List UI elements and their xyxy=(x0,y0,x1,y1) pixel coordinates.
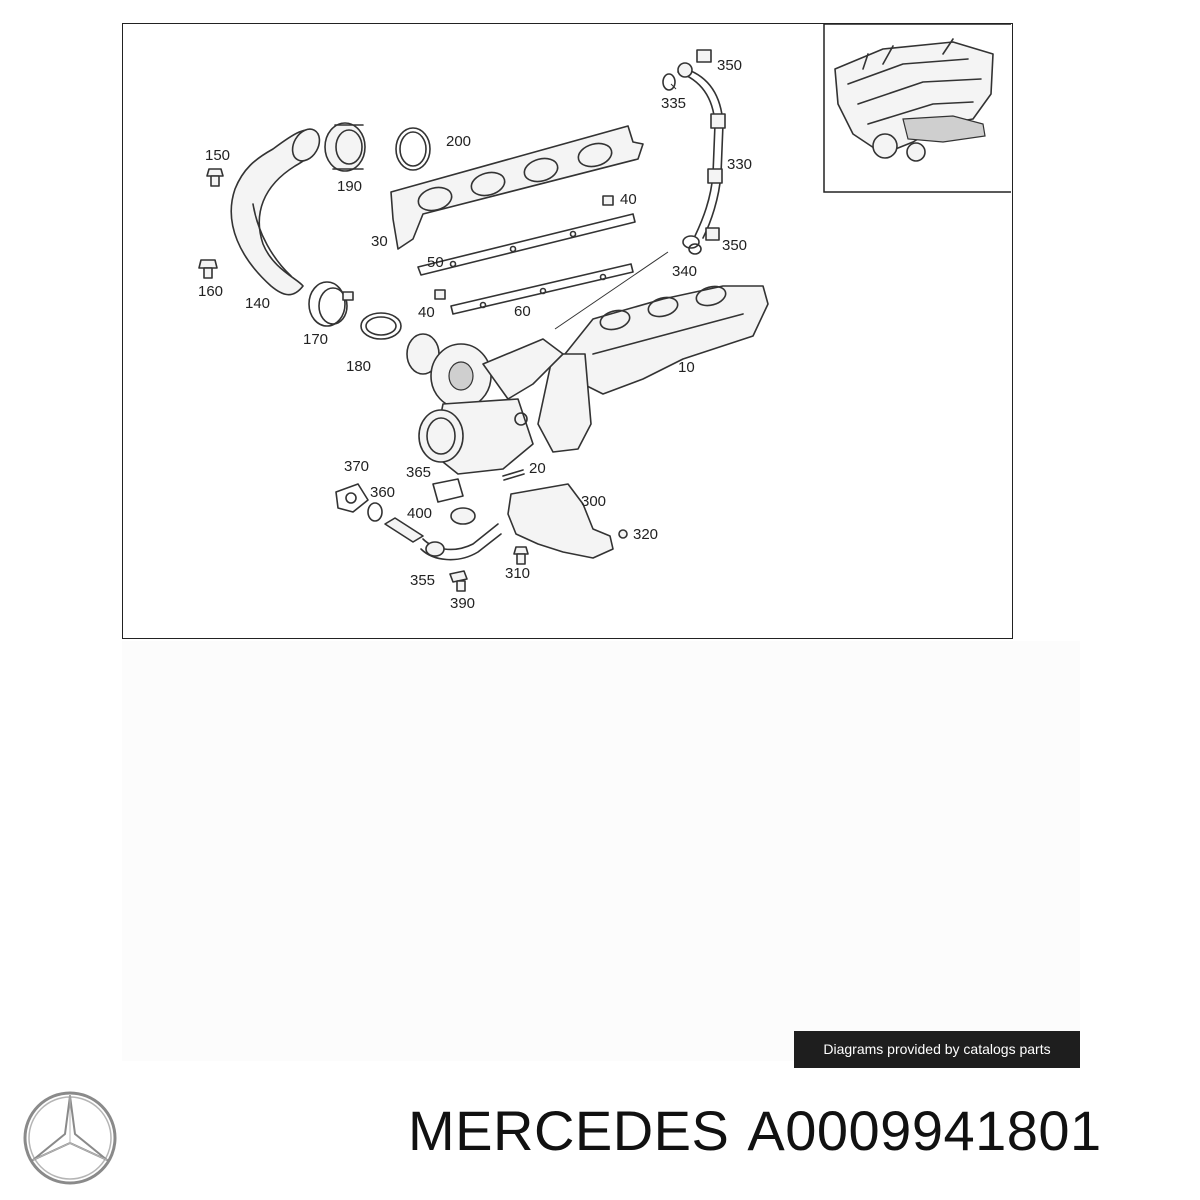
bolt-150 xyxy=(206,168,224,187)
mercedes-star-logo xyxy=(23,1091,117,1185)
callout-20: 20 xyxy=(529,460,546,477)
nut-40b xyxy=(434,289,446,300)
gasket-365 xyxy=(432,478,464,503)
callout-360: 360 xyxy=(370,484,395,501)
callout-335: 335 xyxy=(661,95,686,112)
callout-40: 40 xyxy=(418,304,435,321)
heat-shield-300 xyxy=(507,483,614,559)
callout-140: 140 xyxy=(245,295,270,312)
callout-170: 170 xyxy=(303,331,328,348)
leader-lines xyxy=(554,83,677,330)
nut-40a xyxy=(602,195,614,206)
callout-350: 350 xyxy=(722,237,747,254)
gasket-50 xyxy=(417,213,636,276)
callout-365: 365 xyxy=(406,464,431,481)
nut-320 xyxy=(618,529,628,539)
banjo-bolt-350a xyxy=(696,49,712,63)
intake-hose-140 xyxy=(230,128,321,296)
washer-335 xyxy=(662,73,676,91)
clamp-200 xyxy=(395,127,431,171)
banjo-bolt-350b xyxy=(705,227,720,241)
callout-60: 60 xyxy=(514,303,531,320)
callout-50: 50 xyxy=(427,254,444,271)
callout-355: 355 xyxy=(410,572,435,589)
bolt-390 xyxy=(449,570,468,592)
bolt-310 xyxy=(513,546,529,565)
clamp-170 xyxy=(308,281,354,327)
callout-160: 160 xyxy=(198,283,223,300)
callout-370: 370 xyxy=(344,458,369,475)
callout-350: 350 xyxy=(717,57,742,74)
callout-330: 330 xyxy=(727,156,752,173)
callout-340: 340 xyxy=(672,263,697,280)
callout-300: 300 xyxy=(581,493,606,510)
coupling-190 xyxy=(324,122,366,172)
heat-shield-30 xyxy=(390,125,644,250)
turbocharger xyxy=(406,333,564,475)
exhaust-manifold-10 xyxy=(537,285,769,453)
callout-320: 320 xyxy=(633,526,658,543)
oil-return-pipe-400 xyxy=(384,507,502,561)
bolt-160 xyxy=(198,259,218,279)
brand-name: MERCEDES xyxy=(408,1099,730,1162)
parts-diagram: 350 335 200 330 150 190 40 30 350 50 340… xyxy=(122,23,1013,639)
callout-40: 40 xyxy=(620,191,637,208)
callout-310: 310 xyxy=(505,565,530,582)
washer-340 xyxy=(682,235,702,255)
gasket-60 xyxy=(450,263,634,315)
callout-10: 10 xyxy=(678,359,695,376)
callout-400: 400 xyxy=(407,505,432,522)
exploded-view-drawing: 350 335 200 330 150 190 40 30 350 50 340… xyxy=(198,24,1011,612)
oil-line-330 xyxy=(677,62,726,239)
callout-150: 150 xyxy=(205,147,230,164)
callout-180: 180 xyxy=(346,358,371,375)
clamp-180 xyxy=(360,312,402,340)
callout-labels: 350 335 200 330 150 190 40 30 350 50 340… xyxy=(198,57,752,612)
empty-area xyxy=(122,641,1080,1061)
callout-30: 30 xyxy=(371,233,388,250)
part-number: A0009941801 xyxy=(747,1099,1102,1162)
callout-190: 190 xyxy=(337,178,362,195)
watermark-banner: Diagrams provided by catalogs parts xyxy=(794,1031,1080,1068)
seal-ring-360 xyxy=(367,502,383,522)
stud-20 xyxy=(502,469,525,481)
callout-200: 200 xyxy=(446,133,471,150)
gasket-370 xyxy=(335,483,369,513)
callout-390: 390 xyxy=(450,595,475,612)
engine-inset-thumbnail xyxy=(823,24,1011,193)
